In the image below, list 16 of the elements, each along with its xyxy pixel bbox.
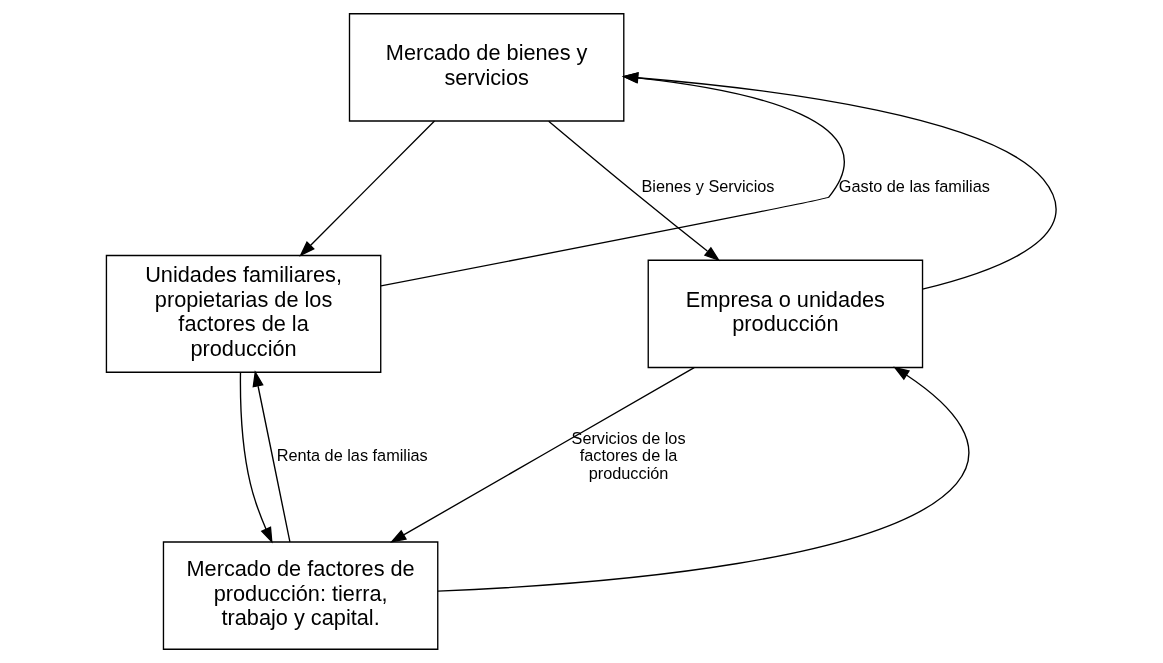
arrow xyxy=(252,370,291,543)
node-box: Mercado de bienes y servicios xyxy=(348,13,625,122)
arrow xyxy=(437,366,970,592)
edge-label: Renta de las familias xyxy=(276,446,428,465)
edge-label: Gasto de las familias xyxy=(838,177,990,196)
arrow xyxy=(390,367,695,543)
node-box: Mercado de factores de producción: tierra, trabajo y capital. xyxy=(162,541,439,650)
edge-label: Bienes y Servicios xyxy=(641,177,775,196)
arrow xyxy=(380,72,845,287)
arrow xyxy=(239,371,273,544)
arrow xyxy=(622,72,1057,290)
edge-label: Servicios de los factores de la producción xyxy=(571,428,686,482)
arrow xyxy=(299,120,436,257)
arrow xyxy=(548,120,721,262)
node-box: Unidades familiares, propietarias de los factores de la producción xyxy=(105,254,382,373)
node-box: Empresa o unidades producción xyxy=(647,259,924,369)
